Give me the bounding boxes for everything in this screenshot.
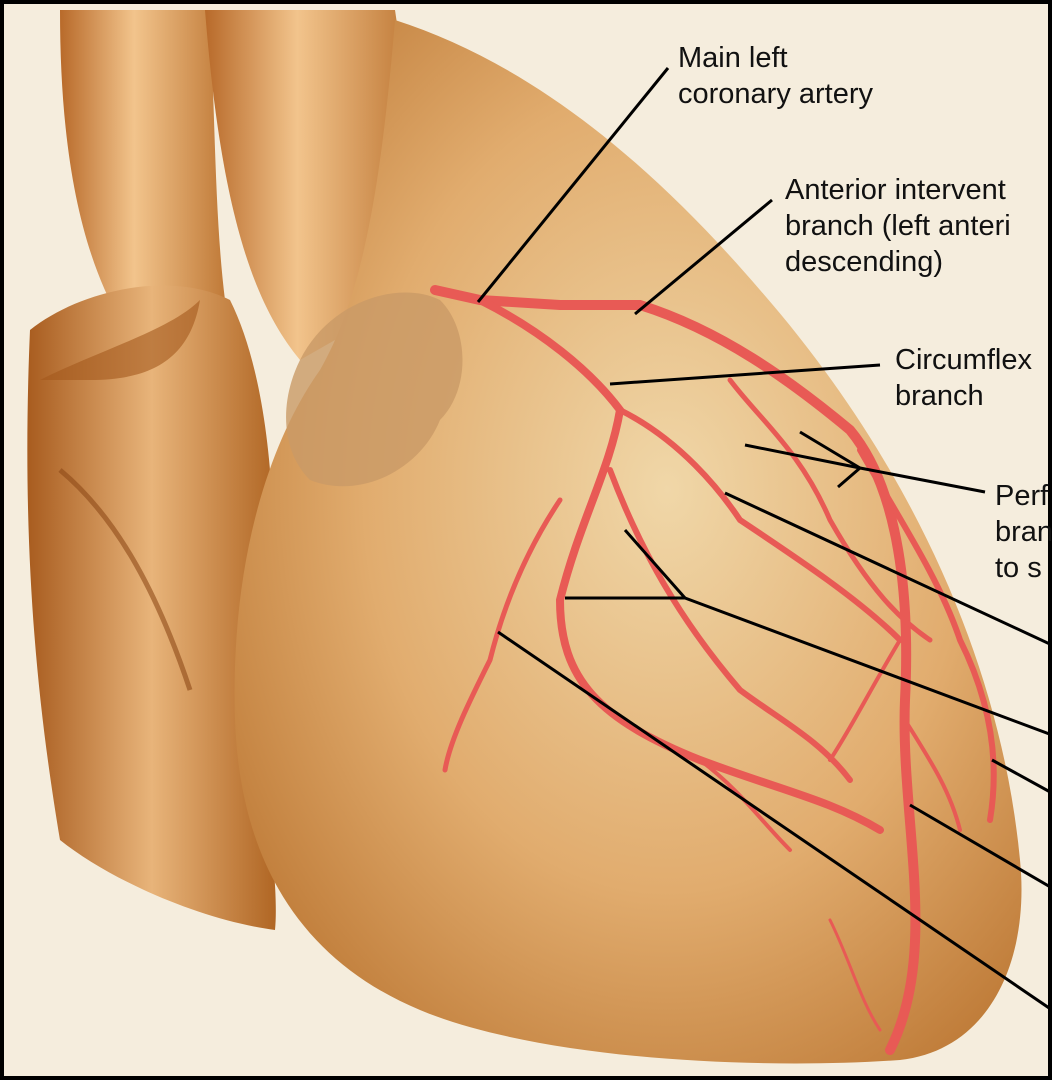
label-line: branch (left anteri xyxy=(785,208,1011,244)
label-line: Anterior intervent xyxy=(785,172,1011,208)
label-line: Circumflex xyxy=(895,342,1032,378)
label-line: descending) xyxy=(785,244,1011,280)
label-line: bran xyxy=(995,514,1052,550)
label-line: coronary artery xyxy=(678,76,873,112)
label-circumflex: Circumflex branch xyxy=(895,342,1032,414)
label-line: Main left xyxy=(678,40,873,76)
label-line: to s xyxy=(995,550,1052,586)
label-line: Perf xyxy=(995,478,1052,514)
label-main-left-coronary: Main left coronary artery xyxy=(678,40,873,112)
label-line: branch xyxy=(895,378,1032,414)
label-perforating: Perf bran to s xyxy=(995,478,1052,586)
right-atrium xyxy=(27,286,275,930)
label-anterior-interventricular: Anterior intervent branch (left anteri d… xyxy=(785,172,1011,280)
